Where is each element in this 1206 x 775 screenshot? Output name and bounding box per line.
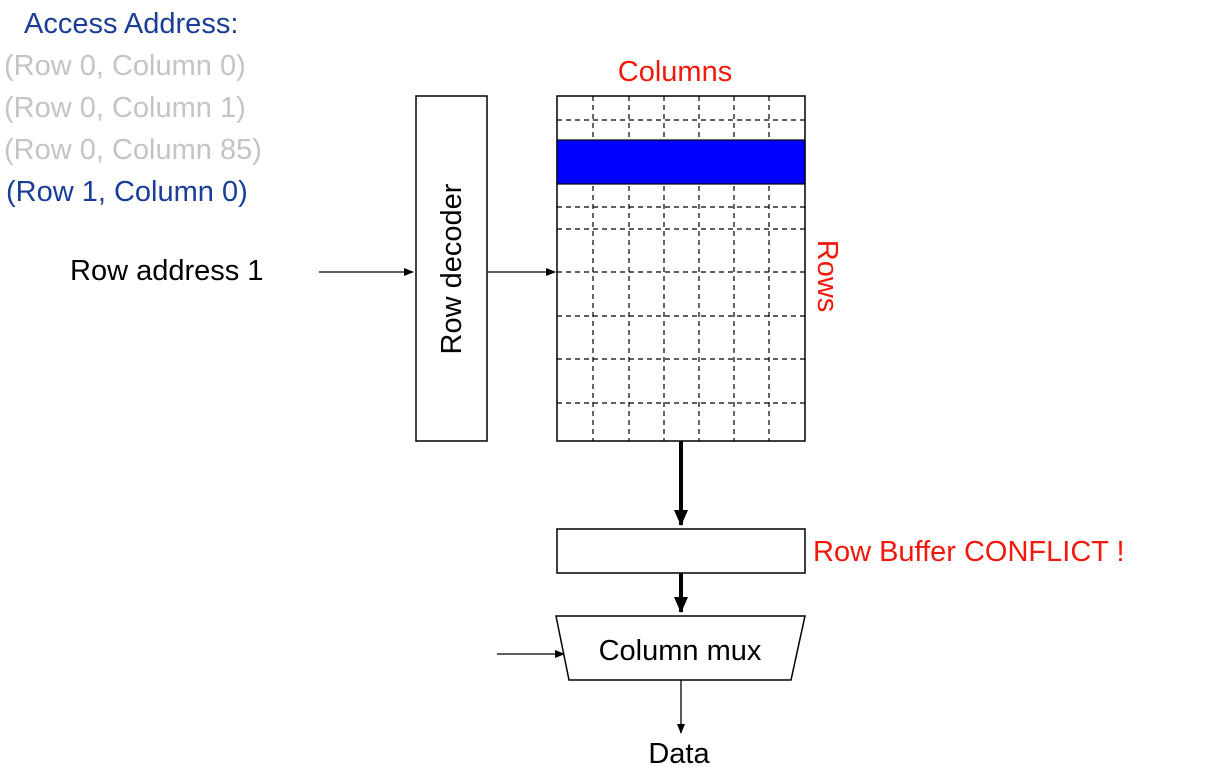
address-item: (Row 0, Column 1): [4, 92, 246, 124]
row-buffer-box: [556, 528, 806, 574]
address-item: (Row 0, Column 85): [4, 134, 262, 166]
row-decoder-label: Row decoder: [436, 183, 468, 354]
row-buffer-label: Row Buffer CONFLICT !: [813, 536, 1125, 568]
data-label: Data: [648, 738, 710, 770]
row-decoder-box: [415, 95, 488, 442]
column-mux-box: [555, 615, 806, 681]
rows-label: Rows: [811, 240, 843, 313]
column-mux-label: Column mux: [599, 635, 762, 667]
row-address-label: Row address 1: [70, 255, 263, 287]
access-address-title: Access Address:: [24, 8, 238, 40]
address-item: (Row 0, Column 0): [4, 50, 246, 82]
highlighted-row: [556, 139, 806, 185]
address-item-current: (Row 1, Column 0): [6, 176, 248, 208]
columns-label: Columns: [618, 56, 732, 88]
